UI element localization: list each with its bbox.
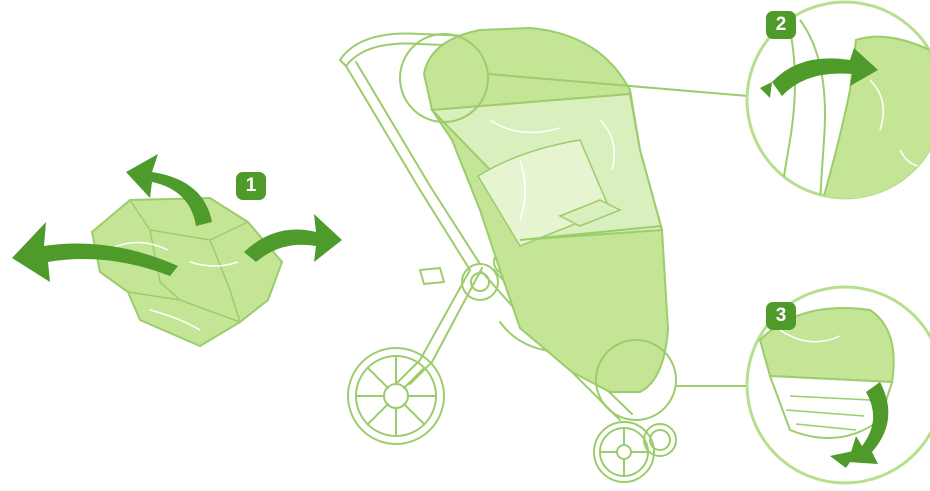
step-1-badge: 1 [236, 172, 266, 200]
folded-cover [92, 198, 282, 346]
step-3-badge: 3 [766, 302, 796, 330]
step-2-badge: 2 [766, 11, 796, 39]
rain-cover [424, 28, 668, 392]
